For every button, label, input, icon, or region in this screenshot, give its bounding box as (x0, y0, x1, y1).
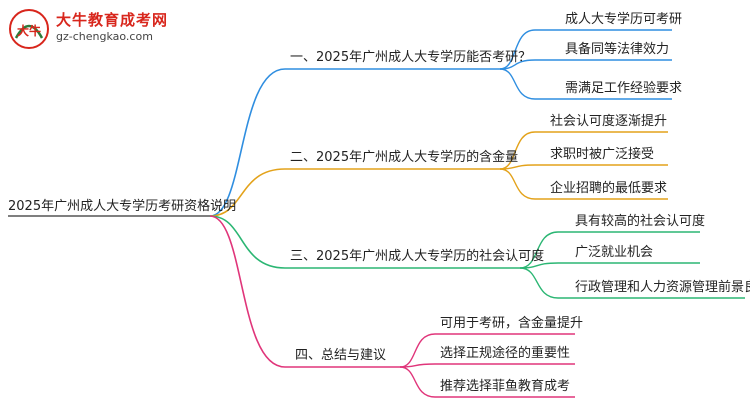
branch-3-child-3: 行政管理和人力资源管理前景良好 (575, 280, 750, 295)
branch-1-child-3: 需满足工作经验要求 (565, 81, 683, 96)
brand-url: gz-chengkao.com (56, 30, 153, 43)
branch-4-child-1: 可用于考研，含金量提升 (440, 316, 584, 331)
branch-4-child-2: 选择正规途径的重要性 (440, 346, 571, 361)
branch-3-child-2: 广泛就业机会 (575, 245, 654, 260)
branch-4-label: 四、总结与建议 (295, 348, 387, 363)
branch-2-child-3: 企业招聘的最低要求 (550, 181, 668, 196)
brand-mark-icon: 大牛 (9, 9, 49, 49)
branch-1-label: 一、2025年广州成人大专学历能否考研？ (290, 50, 532, 65)
branch-2-child-2: 求职时被广泛接受 (550, 147, 655, 162)
branch-3-label: 三、2025年广州成人大专学历的社会认可度 (290, 249, 545, 264)
branch-4-child-3: 推荐选择菲鱼教育成考 (440, 379, 571, 394)
branch-1-child-1: 成人大专学历可考研 (565, 12, 683, 27)
brand-logo: 大牛 大牛教育成考网 gz-chengkao.com (6, 6, 196, 52)
brand-mark-glyphs: 大牛 (17, 23, 41, 38)
branch-3-child-1: 具有较高的社会认可度 (575, 214, 706, 229)
mindmap-root: 2025年广州成人大专学历考研资格说明 (8, 199, 237, 214)
branch-2-label: 二、2025年广州成人大专学历的含金量 (290, 150, 519, 165)
brand-name: 大牛教育成考网 (56, 11, 169, 29)
branch-2-child-1: 社会认可度逐渐提升 (550, 114, 668, 129)
branch-1-child-2: 具备同等法律效力 (565, 42, 670, 57)
